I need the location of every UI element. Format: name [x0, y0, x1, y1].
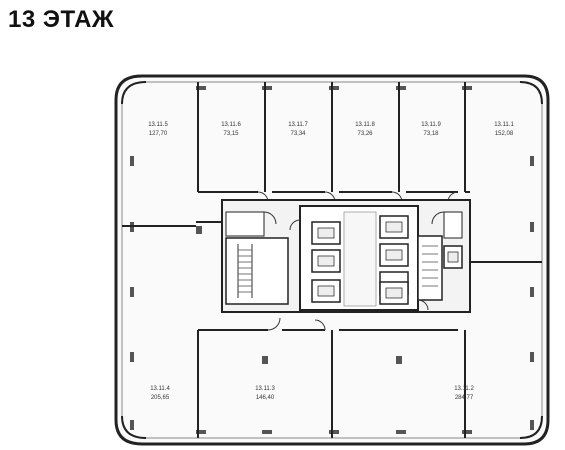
svg-text:73,15: 73,15 — [223, 131, 239, 137]
svg-text:152,08: 152,08 — [495, 131, 514, 137]
unit-label: 13.11.6 73,15 — [221, 122, 241, 137]
svg-text:284,77: 284,77 — [455, 395, 474, 401]
unit-label: 13.11.4 205,65 — [150, 386, 170, 401]
bottom-partitions — [197, 317, 466, 438]
svg-text:13.11.9: 13.11.9 — [421, 122, 441, 128]
building-core — [221, 199, 471, 313]
unit-label: 13.11.5 127,70 — [148, 122, 168, 137]
unit-label: 13.11.1 152,08 — [494, 122, 514, 137]
unit-label: 13.11.8 73,26 — [355, 122, 375, 137]
svg-text:205,65: 205,65 — [151, 395, 170, 401]
svg-text:13.11.8: 13.11.8 — [355, 122, 375, 128]
page-title: 13 ЭТАЖ — [8, 6, 115, 33]
svg-text:73,18: 73,18 — [423, 131, 439, 137]
unit-label: 13.11.9 73,18 — [421, 122, 441, 137]
top-partitions — [197, 82, 470, 203]
corridor-walls — [122, 200, 542, 312]
svg-text:13.11.7: 13.11.7 — [288, 122, 308, 128]
unit-label: 13.11.7 73,34 — [288, 122, 308, 137]
svg-text:13.11.5: 13.11.5 — [148, 122, 168, 128]
svg-text:13.11.2: 13.11.2 — [454, 386, 474, 392]
svg-text:13.11.4: 13.11.4 — [150, 386, 170, 392]
svg-text:13.11.3: 13.11.3 — [255, 386, 275, 392]
svg-text:146,40: 146,40 — [256, 395, 275, 401]
svg-text:13.11.1: 13.11.1 — [494, 122, 514, 128]
unit-label: 13.11.3 146,40 — [255, 386, 275, 401]
svg-text:127,70: 127,70 — [149, 131, 168, 137]
svg-text:73,26: 73,26 — [357, 131, 373, 137]
unit-label: 13.11.2 284,77 — [454, 386, 474, 401]
svg-text:73,34: 73,34 — [290, 131, 306, 137]
svg-text:13.11.6: 13.11.6 — [221, 122, 241, 128]
